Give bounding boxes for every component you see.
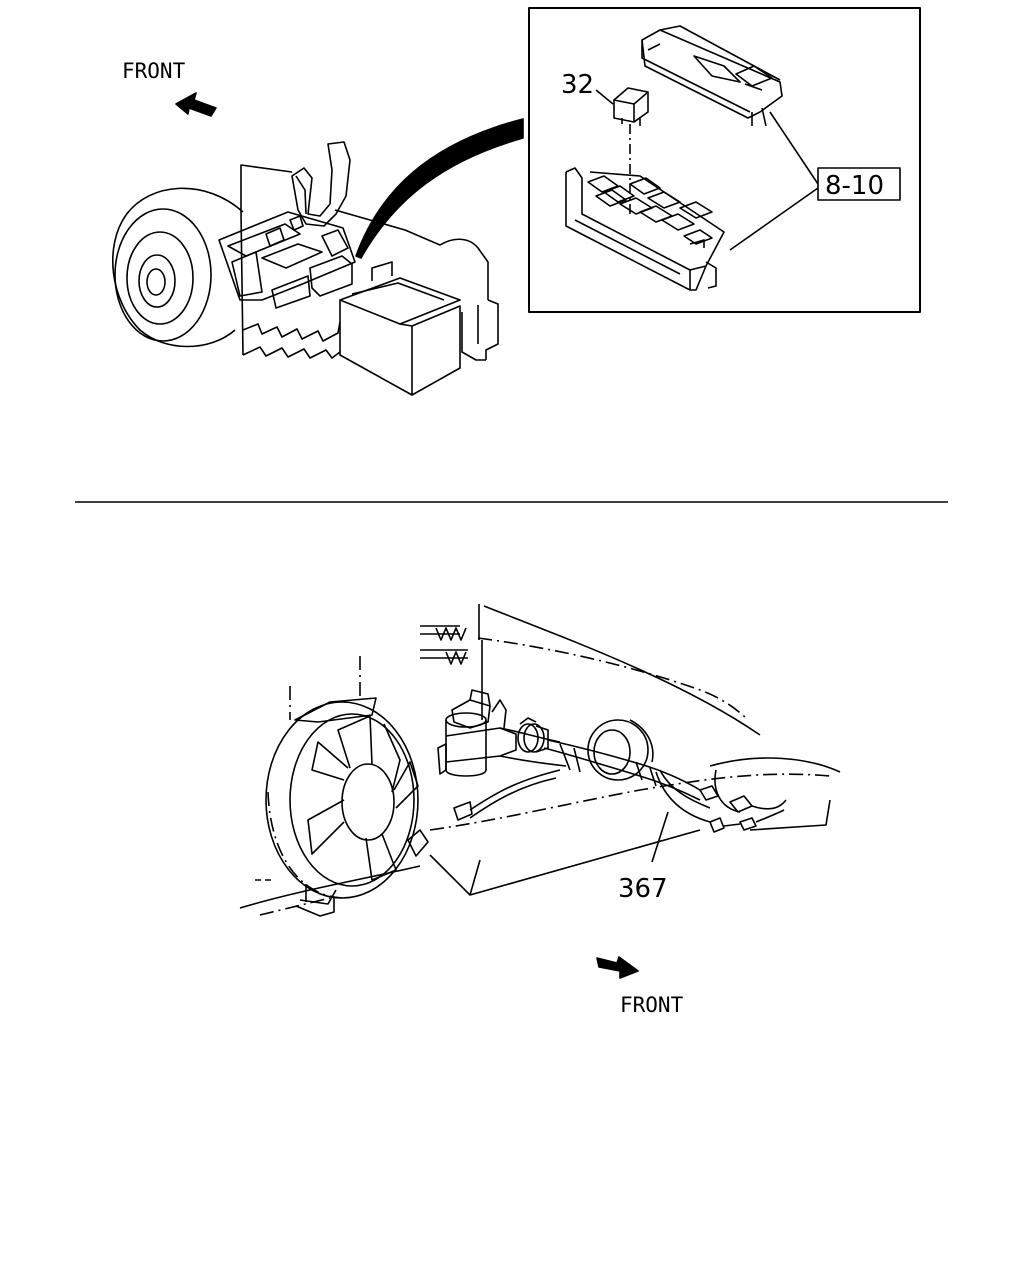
grommet-illustration [587, 719, 654, 781]
receiver-drier-illustration [437, 689, 567, 777]
top-view: FRONT [111, 7, 921, 396]
relay-callout: 32 [561, 70, 594, 100]
wiring-harness-367 [453, 739, 787, 863]
box-callout-leader-upper [769, 111, 819, 185]
box-callout-frame [817, 167, 901, 201]
box-callout-leader-lower [729, 187, 819, 251]
battery-illustration [339, 261, 461, 396]
bottom-front-arrow-icon [596, 956, 639, 979]
pressure-switch-illustration [517, 717, 549, 753]
bay-fuse-block [218, 141, 356, 309]
tire-illustration [111, 187, 244, 348]
top-front-arrow-icon [175, 92, 217, 117]
top-front-label: FRONT [122, 59, 186, 83]
relay-icon [613, 87, 649, 126]
engine-bay-panel [240, 164, 499, 361]
box-callout: 8-10 [825, 171, 884, 201]
relay-box-base [565, 167, 725, 291]
cooling-fan-illustration [265, 697, 429, 917]
inset-leader-swoosh [355, 118, 524, 259]
bottom-front-label: FRONT [620, 993, 684, 1017]
harness-callout: 367 [618, 874, 668, 904]
relay-box-cover [641, 25, 783, 127]
body-panels [239, 604, 841, 916]
inset-frame [528, 7, 921, 313]
relay-leader-line [595, 89, 614, 105]
bottom-view: 367 FRONT [239, 604, 841, 1017]
